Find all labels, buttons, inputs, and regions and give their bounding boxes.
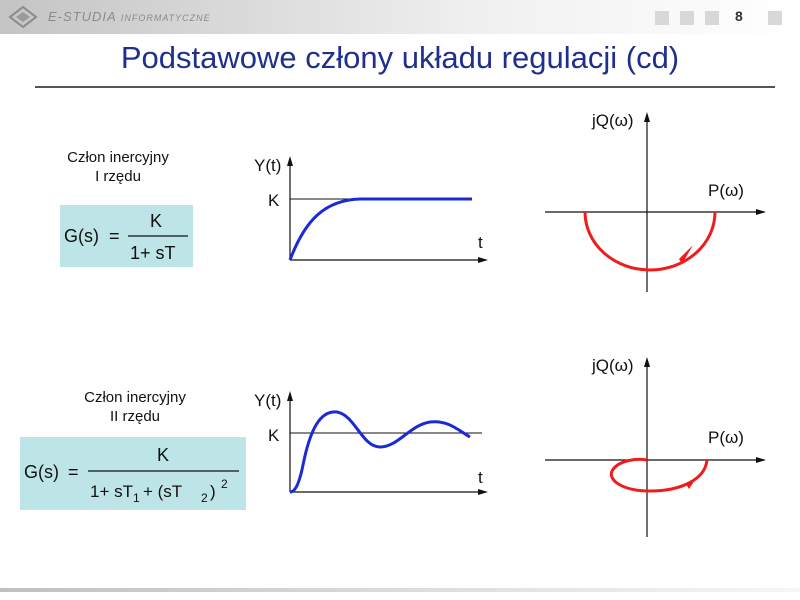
block2-formula: G(s) = K 1+ sT 1 + (sT 2 ) 2 [20,437,246,510]
step1-k-label: K [268,191,280,210]
nav-square [705,11,719,25]
nyq2-x-arrow [756,457,766,463]
formula2-numerator: K [157,445,169,465]
formula1-numerator: K [150,211,162,231]
nyq1-direction-arrow [679,245,693,264]
formula2-lhs: G(s) [24,462,59,482]
block2-label-line2: II rzędu [109,408,161,425]
formula1-eq: = [109,226,120,246]
block2-label: Człon inercyjny II rzędu [55,388,215,426]
formula2-den-part2: + (sT [143,482,182,501]
page-number: 8 [735,8,743,24]
brand-sub: INFORMATYCZNE [120,13,211,23]
block1-label-line2: I rzędu [95,168,141,185]
block2-nyquist-plot: jQ(ω) P(ω) [545,356,766,537]
block1-formula: G(s) = K 1+ sT [60,205,193,267]
step2-k-label: K [268,426,280,445]
block1-step-plot: Y(t) K t [254,156,488,263]
brand-main: E-STUDIA [48,9,117,24]
nav-square [680,11,694,25]
step2-y-arrow [287,391,293,401]
nyq2-x-label: P(ω) [708,428,744,447]
step2-response-curve [289,410,471,494]
step1-x-arrow [478,257,488,263]
step1-y-label: Y(t) [254,156,281,175]
formula2-den-sub2: 2 [201,491,208,505]
nav-square [655,11,669,25]
footer-divider [0,588,800,592]
step1-response-curve [288,197,472,261]
nyq1-x-arrow [756,209,766,215]
block2-step-plot: Y(t) K t [254,391,488,495]
nyq2-y-label: jQ(ω) [591,356,634,375]
nyq2-y-arrow [644,357,650,367]
nyq2-direction-arrow [686,477,697,489]
block2-label-line1: Człon inercyjny [84,389,186,406]
logo-icon [8,5,38,29]
nyq1-y-arrow [644,112,650,122]
page-title: Podstawowe człony układu regulacji (cd) [120,40,680,75]
nyq1-y-label: jQ(ω) [591,111,634,130]
step1-t-label: t [478,233,483,252]
nyq1-x-label: P(ω) [708,181,744,200]
block1-label-line1: Człon inercyjny [67,149,169,166]
nyq1-curve [583,211,717,272]
formula2-den-exp: 2 [221,477,228,491]
step1-y-arrow [287,156,293,166]
nyq2-curve [609,457,709,493]
formula1-lhs: G(s) [64,226,99,246]
formula2-den-part3: ) [210,482,216,501]
title-divider [35,86,775,88]
formula2-den-part1: 1+ sT [90,482,133,501]
step2-y-label: Y(t) [254,391,281,410]
formula1-denominator: 1+ sT [130,243,176,263]
step2-x-arrow [478,489,488,495]
nav-square [768,11,782,25]
block1-nyquist-plot: jQ(ω) P(ω) [545,111,766,292]
step2-t-label: t [478,468,483,487]
formula2-eq: = [68,462,79,482]
brand-name: E-STUDIA INFORMATYCZNE [48,9,211,24]
formula2-den-sub1: 1 [133,491,140,505]
block1-label: Człon inercyjny I rzędu [38,148,198,186]
header-bar: E-STUDIA INFORMATYCZNE 8 [0,0,800,34]
